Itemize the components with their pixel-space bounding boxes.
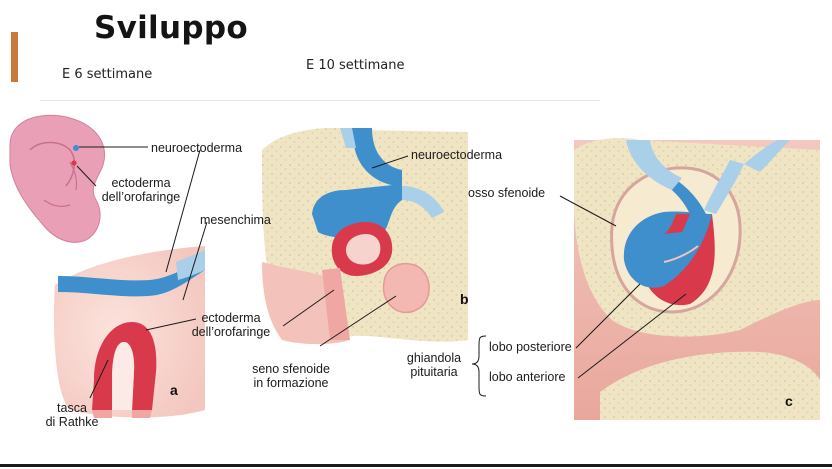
label-seno-line1: seno sfenoide [252, 362, 330, 376]
label-osso-sfenoide: osso sfenoide [468, 186, 546, 200]
panel-letter-b: b [460, 291, 469, 307]
label-neuroectoderma-a: neuroectoderma [151, 141, 243, 155]
panel-b-leaders [282, 155, 409, 347]
label-ectoderma-top: ectoderma dell’orofaringe [97, 176, 185, 204]
label-ectoderma-top-line1: ectoderma [111, 176, 171, 190]
subtitle-10-weeks: E 10 settimane [306, 58, 405, 73]
label-tasca-line2: di Rathke [45, 415, 99, 429]
label-lobo-anteriore: lobo anteriore [489, 370, 566, 384]
bottom-divider [0, 464, 832, 467]
label-tasca-di-rathke: tasca di Rathke [32, 401, 112, 429]
panel-letter-a: a [170, 382, 178, 398]
label-ghiandola-line2: pituitaria [410, 365, 458, 379]
label-ectoderma-mid-line1: ectoderma [201, 311, 261, 325]
slide-title: Sviluppo [94, 10, 248, 46]
label-seno-line2: in formazione [253, 376, 329, 390]
label-ectoderma-top-line2: dell’orofaringe [101, 190, 181, 204]
header-line [40, 100, 600, 101]
panel-a-drawing [9, 114, 205, 418]
label-mesenchima: mesenchima [200, 213, 271, 227]
panel-c-leaders [471, 195, 687, 397]
panel-a-leaders [76, 146, 208, 399]
accent-bar [11, 32, 18, 82]
label-lobo-posteriore: lobo posteriore [489, 340, 572, 354]
subtitle-6-weeks: E 6 settimane [62, 67, 153, 82]
label-neuroectoderma-b: neuroectoderma [411, 148, 503, 162]
label-seno-sfenoide: seno sfenoide in formazione [236, 362, 346, 390]
panel-b-drawing [262, 127, 468, 345]
label-tasca-line1: tasca [57, 401, 87, 415]
panel-letter-c: c [785, 393, 793, 409]
label-ghiandola-pituitaria: ghiandola pituitaria [398, 351, 470, 379]
label-ghiandola-line1: ghiandola [406, 351, 462, 365]
label-ectoderma-mid: ectoderma dell’orofaringe [186, 311, 276, 339]
panel-c-drawing [574, 138, 820, 420]
label-ectoderma-mid-line2: dell’orofaringe [191, 325, 271, 339]
